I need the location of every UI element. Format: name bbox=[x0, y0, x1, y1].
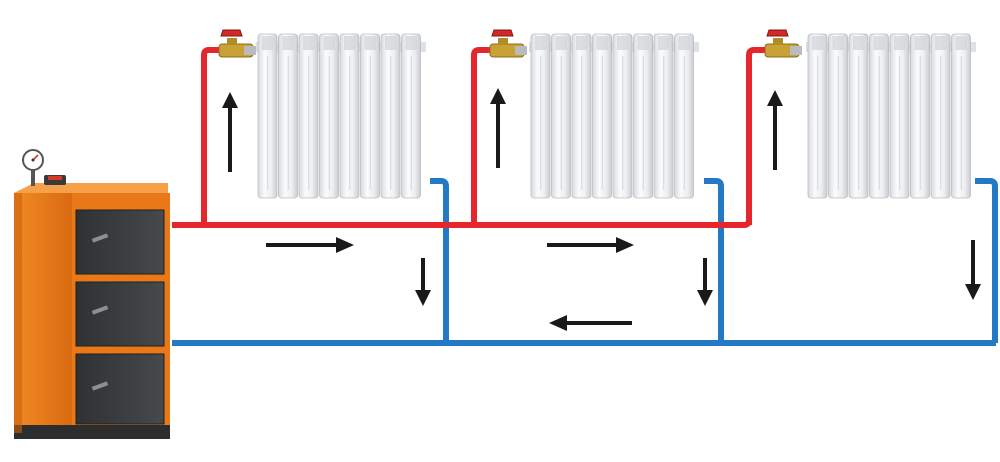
arrow-down-icon bbox=[697, 258, 713, 306]
return-pipe-network bbox=[172, 178, 998, 346]
supply-riser-1 bbox=[201, 47, 226, 225]
radiator-1 bbox=[256, 33, 426, 199]
return-riser-1 bbox=[430, 178, 449, 343]
pressure-gauge-icon bbox=[22, 149, 44, 171]
arrow-up-icon bbox=[490, 88, 506, 168]
boiler-door-bottom bbox=[75, 353, 165, 425]
valve-radiator-3 bbox=[764, 29, 802, 58]
arrow-right-icon bbox=[547, 237, 634, 253]
return-riser-2 bbox=[704, 178, 724, 343]
arrow-down-icon bbox=[415, 258, 431, 306]
arrow-left-icon bbox=[549, 315, 632, 331]
boiler-top bbox=[14, 183, 168, 193]
arrow-up-icon bbox=[767, 90, 783, 170]
radiator-3 bbox=[806, 33, 976, 199]
supply-riser-3 bbox=[746, 47, 771, 225]
boiler bbox=[14, 149, 170, 439]
boiler-front-left bbox=[14, 193, 72, 433]
supply-riser-2 bbox=[471, 47, 497, 225]
valve-radiator-2 bbox=[489, 29, 527, 58]
arrow-down-icon bbox=[965, 240, 981, 300]
boiler-door-top bbox=[75, 209, 165, 275]
radiator-2 bbox=[529, 33, 699, 199]
arrow-up-icon bbox=[222, 92, 238, 172]
flow-arrows bbox=[222, 88, 981, 331]
boiler-door-middle bbox=[75, 281, 165, 347]
return-riser-3 bbox=[975, 178, 998, 343]
supply-pipe-network bbox=[172, 47, 771, 228]
radiators-group bbox=[256, 33, 976, 199]
arrow-right-icon bbox=[266, 237, 354, 253]
valve-radiator-1 bbox=[218, 29, 256, 58]
supply-main-line bbox=[172, 219, 752, 228]
